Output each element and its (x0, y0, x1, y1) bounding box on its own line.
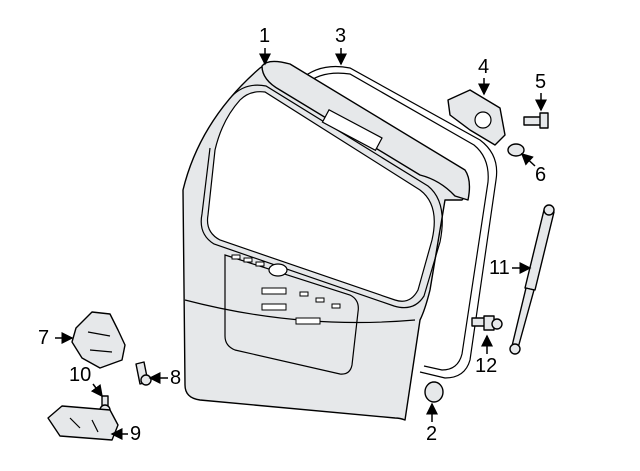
callout-11: 11 (489, 257, 510, 279)
callout-2: 2 (426, 423, 438, 445)
callout-7: 7 (38, 327, 50, 349)
callout-4: 4 (478, 56, 490, 78)
latch (71, 311, 126, 369)
callout-3: 3 (335, 25, 347, 47)
lift-support-strut (509, 204, 555, 355)
nut (507, 143, 525, 157)
callout-6: 6 (535, 164, 547, 186)
callout-9: 9 (130, 423, 142, 445)
plug (424, 381, 444, 403)
handle-switch (47, 405, 119, 441)
bumper-stop (471, 315, 503, 331)
callout-5: 5 (535, 71, 547, 93)
screw (135, 361, 152, 386)
callout-8: 8 (170, 367, 182, 389)
callout-12: 12 (475, 355, 498, 377)
leader-arrows (55, 48, 547, 440)
weatherstrip (299, 65, 498, 379)
callout-1: 1 (259, 25, 271, 47)
license-plate-recess (224, 254, 359, 375)
callout-10: 10 (69, 364, 92, 386)
liftgate-window (206, 91, 435, 302)
bolt (523, 112, 549, 129)
